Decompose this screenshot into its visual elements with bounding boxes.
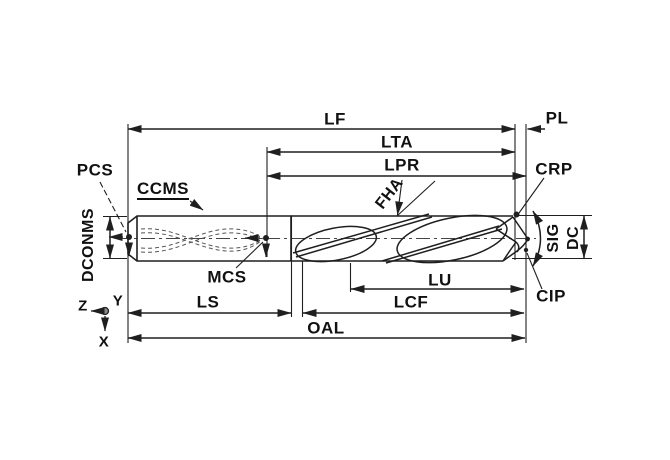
label-cip: CIP [536, 286, 566, 306]
label-lta: LTA [380, 132, 414, 152]
label-dconms: DCONMS [80, 207, 97, 283]
label-pl: PL [545, 108, 569, 128]
label-sig: SIG [545, 223, 562, 253]
drill-body [291, 213, 530, 264]
dimension-lines [106, 125, 588, 342]
label-ccms: CCMS [136, 179, 190, 200]
leader-lines [99, 177, 545, 290]
label-mcs: MCS [207, 267, 247, 287]
label-crp: CRP [535, 159, 573, 179]
coordinate-triad [90, 306, 110, 332]
label-lf: LF [324, 109, 346, 129]
label-lpr: LPR [384, 155, 420, 175]
label-z-axis: Z [78, 297, 88, 315]
label-pcs: PCS [76, 160, 114, 180]
label-oal: OAL [307, 318, 345, 338]
label-lu: LU [428, 270, 452, 290]
coolant-channels [140, 228, 264, 253]
label-ls: LS [196, 292, 220, 312]
label-dc: DC [565, 225, 582, 251]
label-lcf: LCF [393, 292, 429, 312]
label-y-axis: Y [112, 292, 124, 310]
label-x-axis: X [98, 333, 110, 351]
